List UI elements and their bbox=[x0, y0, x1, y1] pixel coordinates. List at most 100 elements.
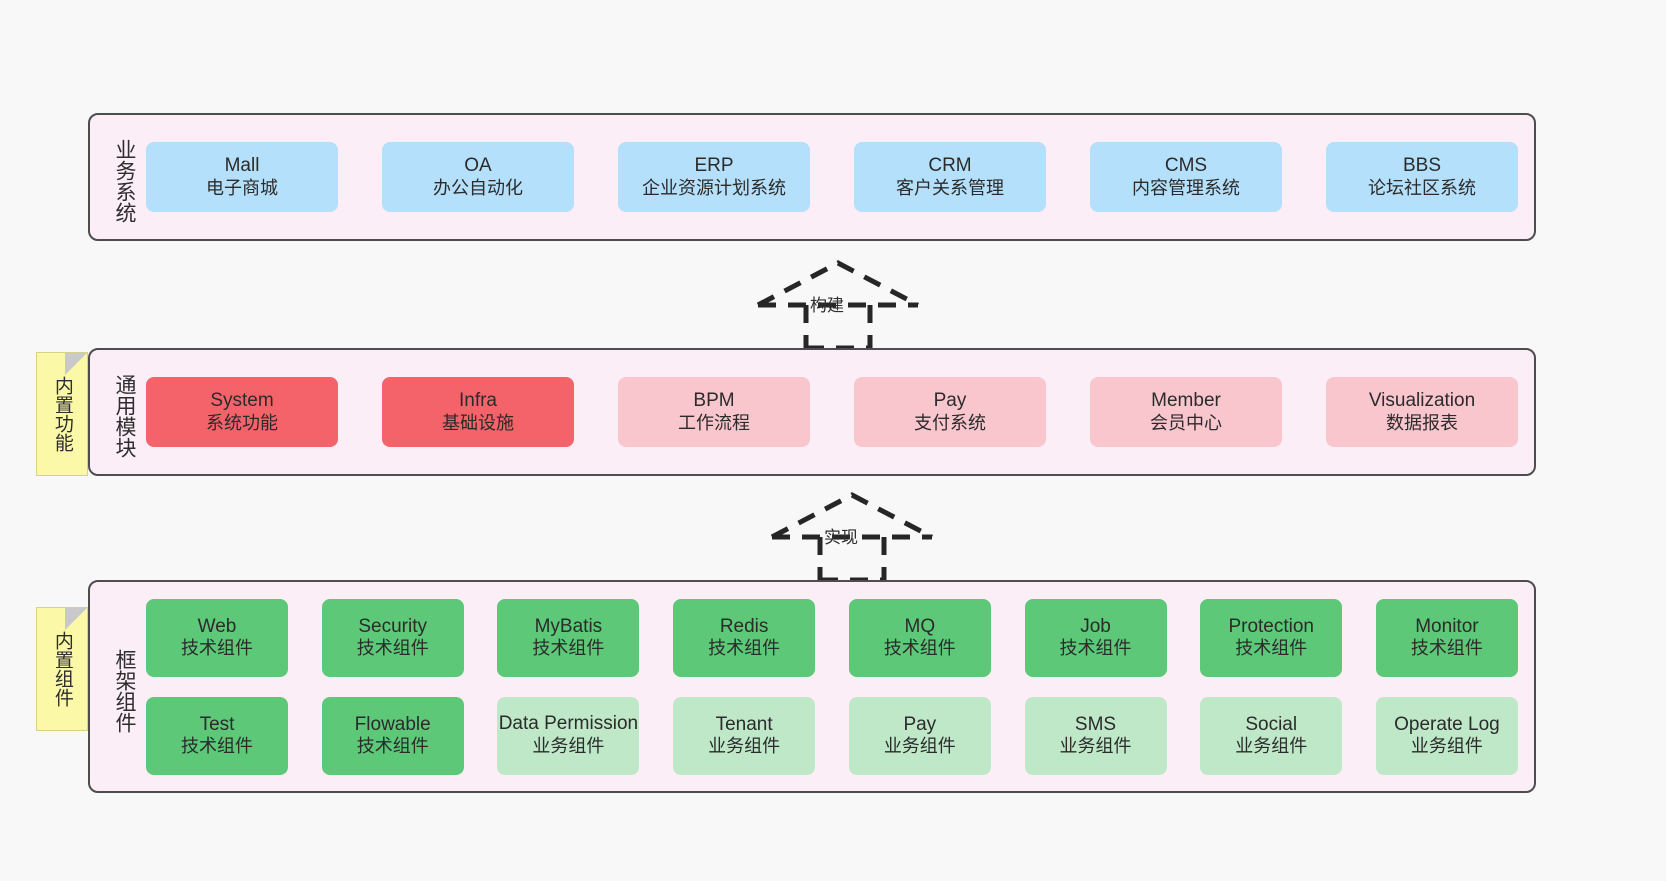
card-title: SMS bbox=[1074, 713, 1117, 735]
card-subtitle: 业务组件 bbox=[883, 736, 956, 757]
card-data-permission[interactable]: Data Permission 业务组件 bbox=[497, 696, 640, 775]
card-title: Pay bbox=[933, 390, 967, 412]
card-flowable[interactable]: Flowable 技术组件 bbox=[321, 696, 464, 775]
card-subtitle: 数据报表 bbox=[1386, 412, 1458, 433]
card-operate-log[interactable]: Operate Log 业务组件 bbox=[1375, 696, 1518, 775]
layer-title-framework-components: 框架组件 bbox=[113, 648, 136, 733]
card-title: Tenant bbox=[715, 713, 773, 735]
card-system[interactable]: System 系统功能 bbox=[146, 377, 338, 447]
card-subtitle: 技术组件 bbox=[1235, 638, 1308, 659]
card-row: Web 技术组件 Security 技术组件 MyBatis 技术组件 Redi… bbox=[146, 598, 1518, 677]
card-subtitle: 电子商城 bbox=[206, 177, 278, 198]
card-crm[interactable]: CRM 客户关系管理 bbox=[854, 142, 1046, 212]
note-label: 内置组件 bbox=[51, 631, 73, 707]
card-title: Security bbox=[358, 615, 428, 637]
card-web[interactable]: Web 技术组件 bbox=[146, 598, 288, 677]
card-title: Monitor bbox=[1415, 615, 1479, 637]
card-bbs[interactable]: BBS 论坛社区系统 bbox=[1326, 142, 1518, 212]
note-label: 内置功能 bbox=[51, 376, 73, 452]
layer-business-systems[interactable]: 业务系统 Mall 电子商城 OA 办公自动化 ERP 企业资源计划系统 CRM… bbox=[88, 113, 1536, 241]
card-subtitle: 系统功能 bbox=[206, 412, 278, 433]
card-title: Redis bbox=[719, 615, 769, 637]
card-subtitle: 内容管理系统 bbox=[1132, 177, 1240, 198]
layer-title-business-systems: 业务系统 bbox=[113, 139, 136, 223]
card-redis[interactable]: Redis 技术组件 bbox=[673, 598, 816, 677]
card-sms[interactable]: SMS 业务组件 bbox=[1024, 696, 1167, 775]
arrow-implement: 实现 bbox=[762, 487, 942, 583]
card-bpm[interactable]: BPM 工作流程 bbox=[618, 377, 810, 447]
layer-framework-components[interactable]: 框架组件 Web 技术组件 Security 技术组件 MyBatis 技术组件… bbox=[88, 580, 1536, 793]
card-title: ERP bbox=[694, 155, 734, 177]
card-title: Test bbox=[199, 713, 235, 735]
card-title: MyBatis bbox=[534, 615, 603, 637]
card-title: Infra bbox=[458, 390, 498, 412]
card-title: Operate Log bbox=[1394, 713, 1500, 735]
card-subtitle: 业务组件 bbox=[708, 736, 781, 757]
card-visualization[interactable]: Visualization 数据报表 bbox=[1326, 377, 1518, 447]
card-title: CRM bbox=[928, 155, 972, 177]
card-title: BBS bbox=[1402, 155, 1442, 177]
card-test[interactable]: Test 技术组件 bbox=[146, 696, 288, 775]
card-subtitle: 技术组件 bbox=[181, 736, 253, 757]
card-title: Job bbox=[1080, 615, 1111, 637]
layer-body-framework-components: Web 技术组件 Security 技术组件 MyBatis 技术组件 Redi… bbox=[136, 582, 1534, 791]
arrow-label-build: 构建 bbox=[810, 296, 844, 315]
note-builtin-component[interactable]: 内置组件 bbox=[36, 607, 88, 731]
layer-body-common-modules: System 系统功能 Infra 基础设施 BPM 工作流程 Pay 支付系统… bbox=[136, 350, 1534, 474]
card-subtitle: 企业资源计划系统 bbox=[642, 177, 786, 198]
arrow-build: 构建 bbox=[748, 255, 928, 351]
card-cms[interactable]: CMS 内容管理系统 bbox=[1090, 142, 1282, 212]
card-protection[interactable]: Protection 技术组件 bbox=[1200, 598, 1343, 677]
card-subtitle: 业务组件 bbox=[532, 735, 605, 756]
card-subtitle: 业务组件 bbox=[1235, 736, 1308, 757]
layer-body-business-systems: Mall 电子商城 OA 办公自动化 ERP 企业资源计划系统 CRM 客户关系… bbox=[136, 115, 1534, 239]
layer-common-modules[interactable]: 通用模块 System 系统功能 Infra 基础设施 BPM 工作流程 Pay… bbox=[88, 348, 1536, 476]
card-title: System bbox=[210, 390, 274, 412]
card-subtitle: 技术组件 bbox=[883, 638, 956, 659]
card-subtitle: 论坛社区系统 bbox=[1368, 177, 1476, 198]
card-mall[interactable]: Mall 电子商城 bbox=[146, 142, 338, 212]
card-title: Data Permission bbox=[498, 713, 639, 735]
card-infra[interactable]: Infra 基础设施 bbox=[382, 377, 574, 447]
card-subtitle: 技术组件 bbox=[1410, 638, 1483, 659]
layer-title-common-modules: 通用模块 bbox=[113, 374, 136, 458]
arrow-label-implement: 实现 bbox=[824, 528, 858, 547]
card-title: OA bbox=[464, 155, 492, 177]
card-security[interactable]: Security 技术组件 bbox=[321, 598, 464, 677]
card-subtitle: 会员中心 bbox=[1150, 412, 1222, 433]
card-monitor[interactable]: Monitor 技术组件 bbox=[1375, 598, 1518, 677]
card-subtitle: 技术组件 bbox=[356, 736, 429, 757]
card-oa[interactable]: OA 办公自动化 bbox=[382, 142, 574, 212]
card-tenant[interactable]: Tenant 业务组件 bbox=[673, 696, 816, 775]
card-title: CMS bbox=[1164, 155, 1208, 177]
card-pay-module[interactable]: Pay 支付系统 bbox=[854, 377, 1046, 447]
card-title: Mall bbox=[224, 155, 260, 177]
card-subtitle: 技术组件 bbox=[532, 638, 605, 659]
card-subtitle: 技术组件 bbox=[708, 638, 781, 659]
card-row: Mall 电子商城 OA 办公自动化 ERP 企业资源计划系统 CRM 客户关系… bbox=[146, 142, 1518, 212]
card-title: Social bbox=[1245, 713, 1298, 735]
card-social[interactable]: Social 业务组件 bbox=[1200, 696, 1343, 775]
card-row: Test 技术组件 Flowable 技术组件 Data Permission … bbox=[146, 696, 1518, 775]
card-subtitle: 工作流程 bbox=[678, 412, 750, 433]
card-mybatis[interactable]: MyBatis 技术组件 bbox=[497, 598, 640, 677]
card-title: Protection bbox=[1228, 615, 1314, 637]
card-row: System 系统功能 Infra 基础设施 BPM 工作流程 Pay 支付系统… bbox=[146, 377, 1518, 447]
card-subtitle: 业务组件 bbox=[1059, 736, 1132, 757]
card-title: Flowable bbox=[354, 713, 431, 735]
card-subtitle: 支付系统 bbox=[914, 412, 986, 433]
card-subtitle: 技术组件 bbox=[1059, 638, 1132, 659]
card-mq[interactable]: MQ 技术组件 bbox=[848, 598, 991, 677]
card-title: Web bbox=[197, 615, 237, 637]
card-member[interactable]: Member 会员中心 bbox=[1090, 377, 1282, 447]
card-subtitle: 业务组件 bbox=[1410, 736, 1483, 757]
note-builtin-function[interactable]: 内置功能 bbox=[36, 352, 88, 476]
card-title: Member bbox=[1151, 390, 1221, 412]
card-pay-component[interactable]: Pay 业务组件 bbox=[848, 696, 991, 775]
card-subtitle: 技术组件 bbox=[356, 638, 429, 659]
card-title: Pay bbox=[903, 713, 937, 735]
card-job[interactable]: Job 技术组件 bbox=[1024, 598, 1167, 677]
card-erp[interactable]: ERP 企业资源计划系统 bbox=[618, 142, 810, 212]
card-subtitle: 基础设施 bbox=[442, 412, 514, 433]
